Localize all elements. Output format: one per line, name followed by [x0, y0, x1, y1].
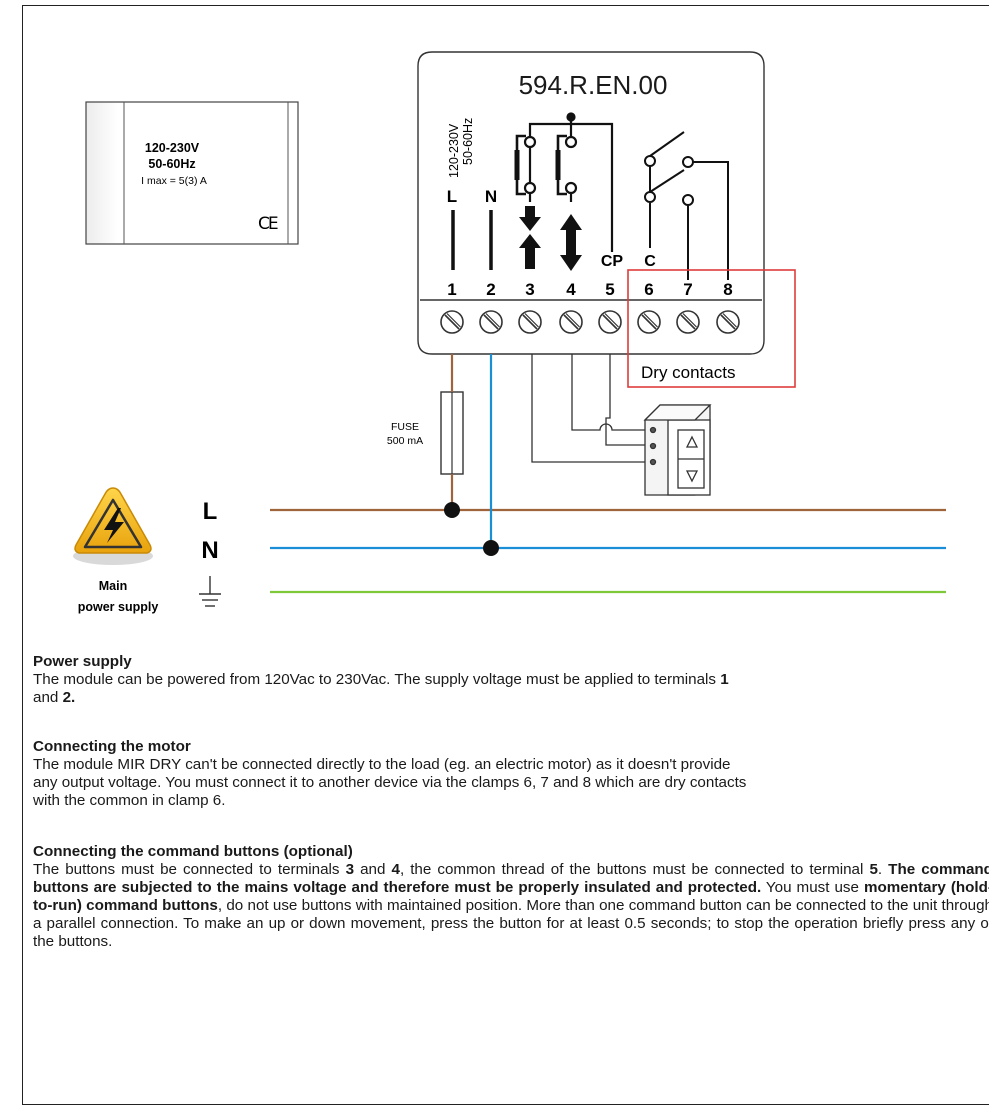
main-power-label-2: power supply [78, 600, 159, 614]
power-terminal-2: 2. [62, 689, 76, 706]
power-supply-title: Power supply [33, 653, 132, 670]
terminal-number-3: 3 [525, 280, 534, 299]
up-arrow-icon [560, 214, 582, 240]
fuse: FUSE 500 mA [387, 391, 464, 475]
buttons-text-6: , do not use buttons with maintained pos… [33, 897, 989, 950]
buttons-terminal-4: 4 [391, 861, 400, 878]
fuse-label-2: 500 mA [387, 435, 423, 447]
motor-text-line-2: any output voltage. You must connect it … [33, 774, 747, 791]
ce-mark: CE [258, 214, 278, 234]
terminal-number-4: 4 [566, 280, 576, 299]
connecting-motor-title: Connecting the motor [33, 738, 191, 755]
buttons-text-4: . [877, 861, 889, 878]
power-terminal-1: 1 [720, 671, 729, 688]
earth-ground-icon [199, 576, 221, 607]
connecting-buttons-text: The buttons must be connected to termina… [33, 861, 989, 951]
motor-text-line-3: with the common in clamp 6. [33, 792, 226, 809]
fuse-label-1: FUSE [391, 421, 419, 433]
terminal-number-8: 8 [723, 280, 732, 299]
terminal-label-CP: CP [601, 253, 624, 270]
power-supply-text-2: and [33, 689, 63, 706]
supply-terminals: L N [447, 187, 497, 270]
terminal-number-6: 6 [644, 280, 653, 299]
buttons-terminal-3: 3 [345, 861, 355, 878]
warning-electric-icon [73, 487, 153, 565]
supply-rating-vertical: 120-230V 50-60Hz [447, 118, 475, 178]
terminal-number-2: 2 [486, 280, 495, 299]
terminal-label-N: N [485, 187, 497, 206]
pushbutton-icon [514, 112, 614, 252]
line-label-N: N [201, 537, 218, 564]
buttons-text-1: The buttons must be connected to termina… [33, 861, 346, 878]
device-housing: 594.R.EN.00 [417, 51, 765, 355]
up-arrow-icon [519, 234, 541, 269]
relay-contacts [644, 131, 729, 280]
motor-text-line-1: The module MIR DRY can't be connected di… [33, 756, 731, 773]
button-wiring [531, 354, 655, 463]
terminal-label-L: L [447, 187, 457, 206]
down-arrow-icon [560, 240, 582, 271]
terminal-number-1: 1 [447, 280, 456, 299]
dry-contacts-label: Dry contacts [641, 363, 735, 382]
power-supply-text: The module can be powered from 120Vac to… [33, 671, 989, 707]
buttons-text-2: and [354, 861, 392, 878]
mains-lines: L N [201, 354, 946, 594]
main-power-label-1: Main [99, 579, 127, 593]
buttons-text-3: , the common thread of the buttons must … [399, 861, 870, 878]
product-label: 120-230V 50-60Hz I max = 5(3) A CE [85, 101, 299, 245]
wall-switch-icon [643, 404, 712, 496]
terminal-label-C: C [644, 253, 656, 270]
supply-frequency-rotated: 50-60Hz [461, 118, 475, 165]
buttons-text-5: You must use [761, 879, 864, 896]
terminal-number-7: 7 [683, 280, 692, 299]
buttons-terminal-5: 5 [869, 861, 878, 878]
terminal-number-5: 5 [605, 280, 614, 299]
dry-contacts-highlight: Dry contacts [627, 269, 796, 388]
live-junction [444, 502, 460, 518]
buttons-momentary: momentary (hold-to-run) command buttons [33, 879, 989, 914]
neutral-junction [483, 540, 499, 556]
label-current: I max = 5(3) A [141, 175, 207, 187]
supply-voltage-rotated: 120-230V [447, 123, 461, 178]
connecting-motor-text: The module MIR DRY can't be connected di… [33, 756, 989, 810]
connecting-buttons-title: Connecting the command buttons (optional… [33, 843, 353, 860]
label-voltage: 120-230V [145, 141, 200, 155]
model-number: 594.R.EN.00 [519, 70, 668, 100]
terminal-numbers: 1 2 3 4 5 6 7 8 [447, 280, 732, 299]
wiring-diagram: 120-230V 50-60Hz I max = 5(3) A CE 594.R… [73, 51, 946, 614]
buttons-warning: The command buttons are subjected to the… [33, 861, 989, 896]
label-frequency: 50-60Hz [148, 157, 195, 171]
line-label-L: L [203, 498, 218, 525]
down-arrow-icon [519, 206, 541, 231]
power-supply-text-1: The module can be powered from 120Vac to… [33, 671, 721, 688]
